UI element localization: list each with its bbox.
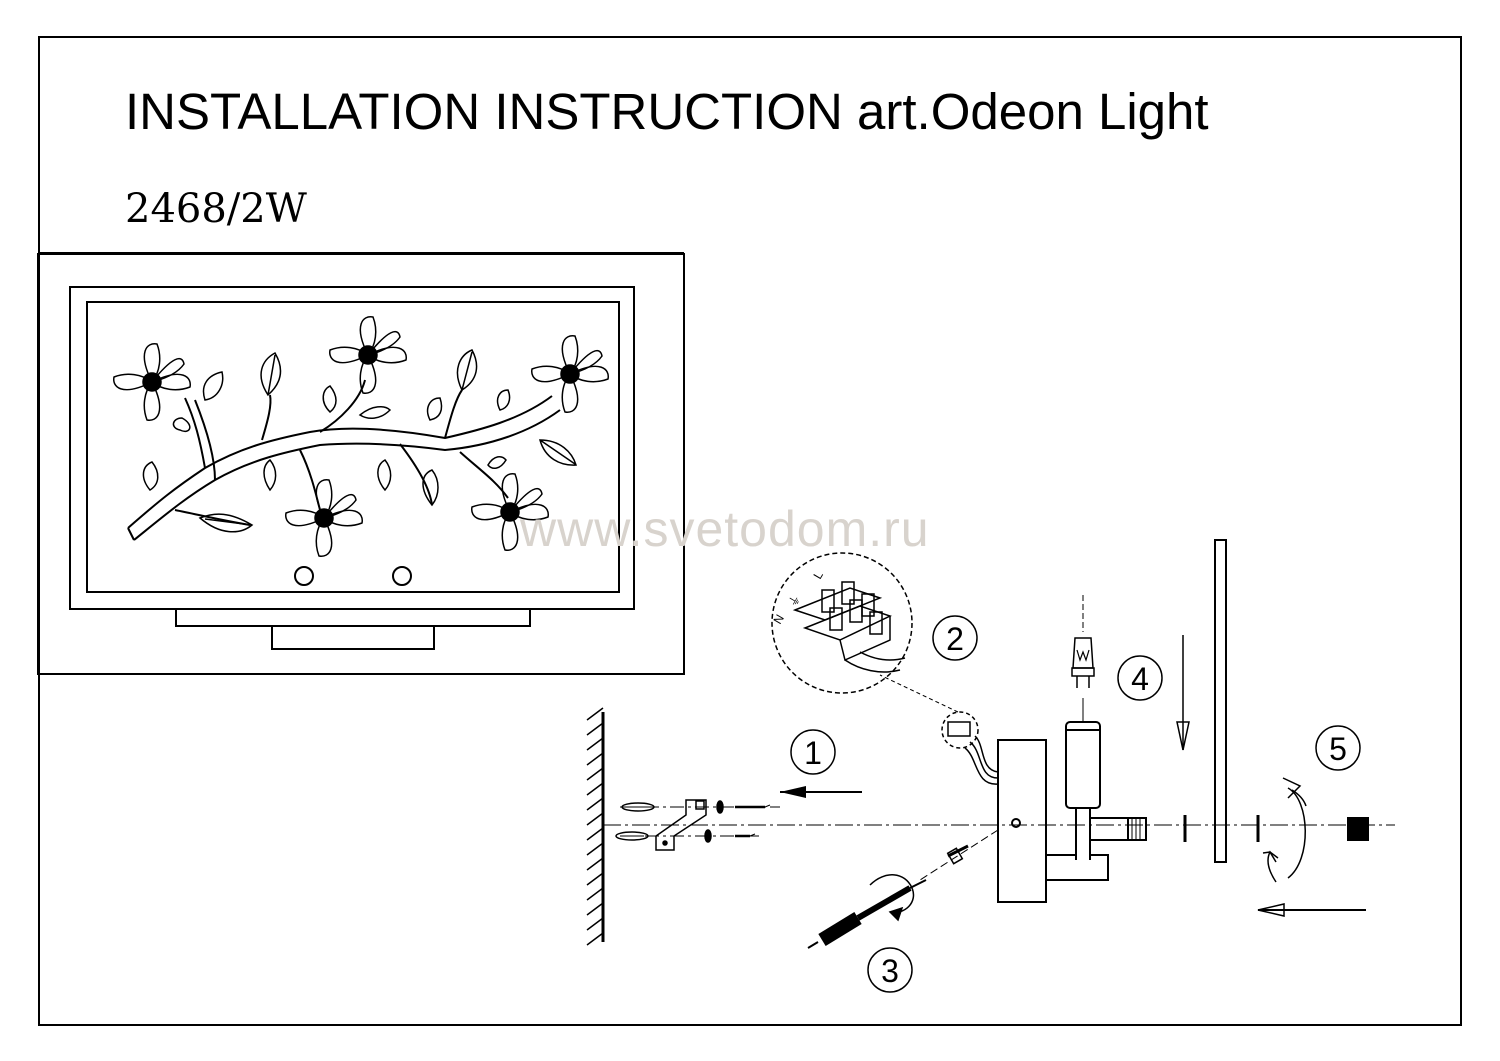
end-cap-nut [1347,817,1369,841]
lamp-front-view [37,253,685,675]
leaves [142,349,577,533]
mounting-bracket [615,799,771,851]
step-5-number: 5 [1329,731,1347,767]
step-2-number: 2 [946,621,964,657]
neutral-label: N [770,612,786,627]
wires [941,711,999,785]
watermark: www.svetodom.ru [520,501,930,557]
branch-decoration [127,379,561,541]
wall [586,707,605,946]
terminal-block-detail: N ⏚ L [770,552,913,694]
screw-and-screwdriver [807,829,999,949]
flowers [113,316,609,557]
step-markers: 1 2 3 4 5 [790,615,1361,993]
g9-bulb [1071,595,1095,688]
rotation-symbol [1262,777,1307,883]
live-label: L [810,568,826,581]
decorative-panel [1214,539,1227,863]
lamp-body [997,698,1147,903]
step-4-number: 4 [1131,661,1149,697]
step-1-number: 1 [804,735,822,771]
page-title: INSTALLATION INSTRUCTION art.Odeon Light [125,83,1209,140]
step-3-number: 3 [881,953,899,989]
model-number: 2468/2W [125,186,307,232]
